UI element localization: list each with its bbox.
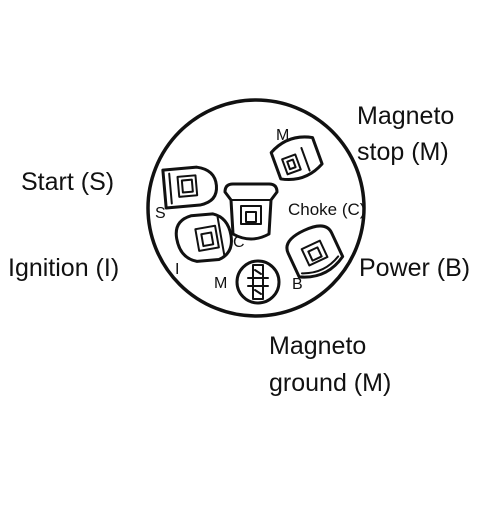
terminal-letter-m-bottom: M	[214, 275, 227, 292]
terminal-start	[161, 165, 218, 210]
terminal-magneto-stop	[269, 135, 324, 182]
label-start: Start (S)	[21, 168, 114, 196]
label-ignition: Ignition (I)	[8, 254, 119, 282]
terminal-letter-m-top: M	[276, 127, 289, 144]
label-choke: Choke (C)	[288, 200, 365, 219]
terminal-power	[285, 224, 345, 279]
terminal-choke	[223, 182, 279, 241]
terminal-letter-b: B	[292, 276, 303, 293]
label-power: Power (B)	[359, 254, 470, 282]
terminal-letter-i: I	[175, 261, 179, 278]
terminal-ignition	[174, 212, 233, 263]
label-magneto-stop-line2: stop (M)	[357, 138, 449, 166]
label-magneto-ground-line2: ground (M)	[269, 369, 391, 397]
label-magneto-ground-line1: Magneto	[269, 332, 366, 360]
terminal-letter-s: S	[155, 205, 166, 222]
terminal-magneto-ground	[235, 259, 281, 305]
terminal-letter-c: C	[233, 234, 245, 251]
label-magneto-stop-line1: Magneto	[357, 102, 454, 130]
